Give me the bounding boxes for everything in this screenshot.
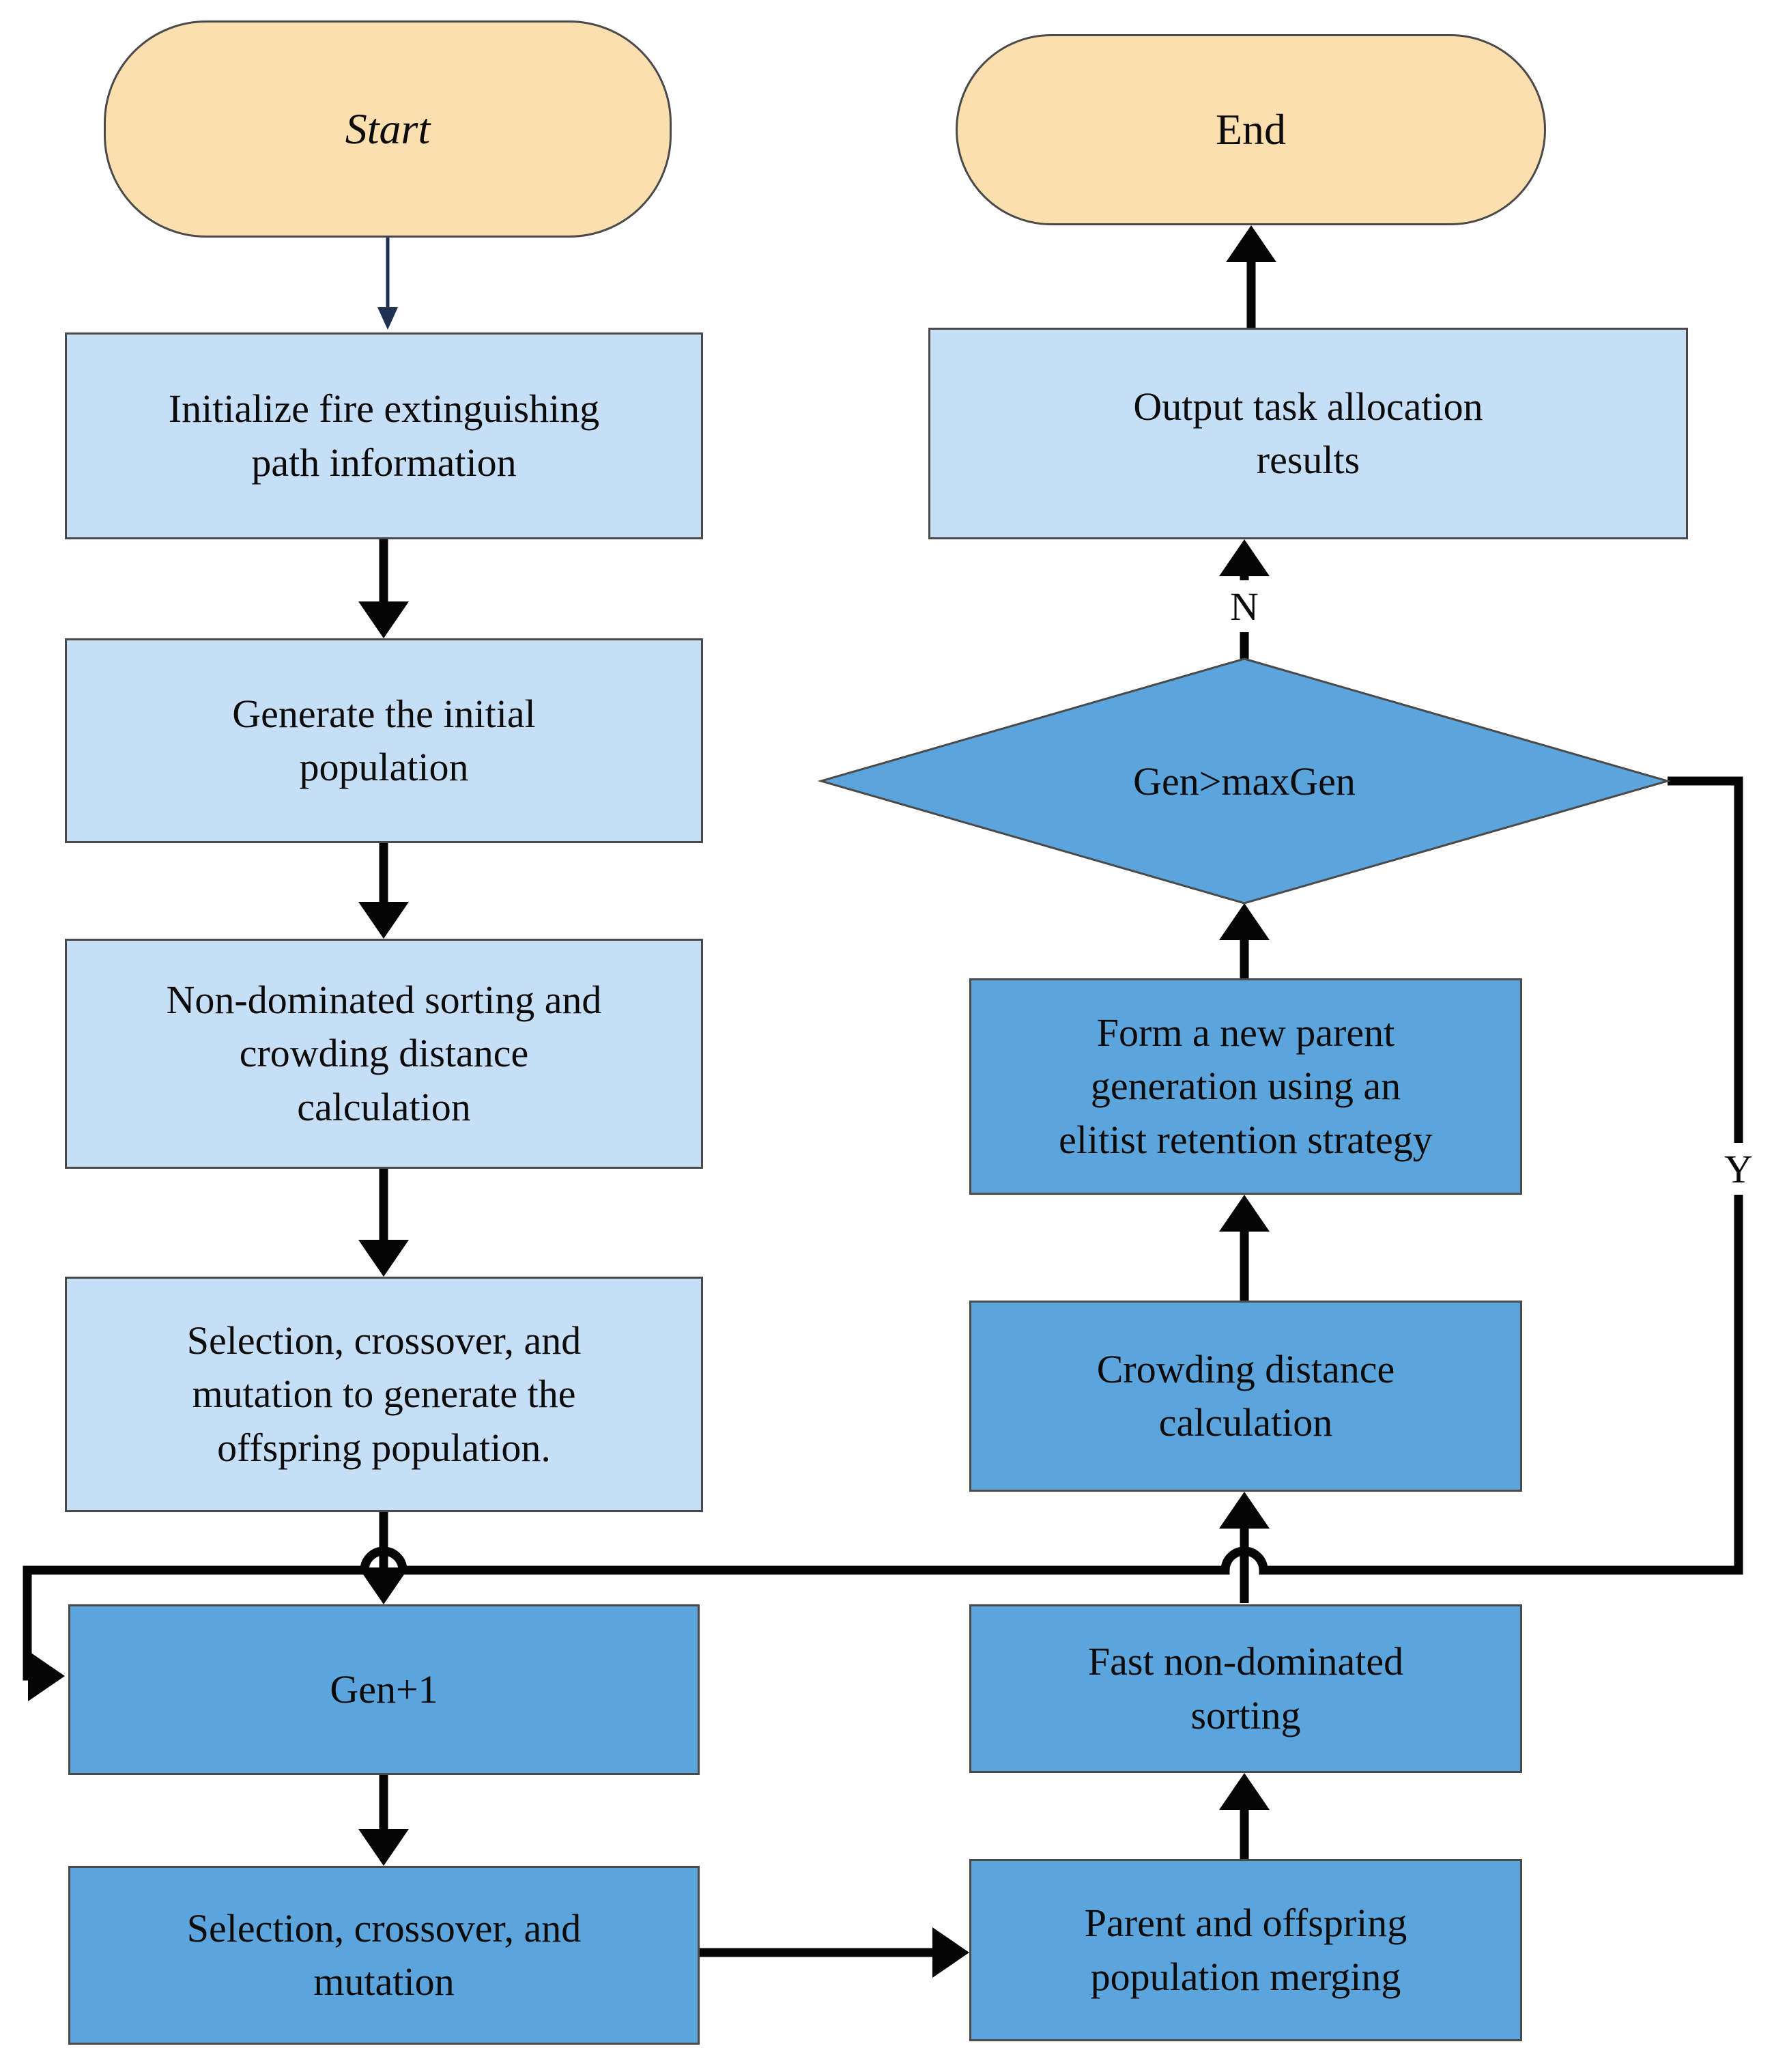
node-selection-offspring-line: offspring population. xyxy=(217,1425,551,1470)
decision-diamond xyxy=(817,657,1672,905)
node-crowding-line: calculation xyxy=(1158,1400,1333,1445)
node-form-parent-line: elitist retention strategy xyxy=(1059,1117,1433,1162)
edge-label-no: N xyxy=(1214,580,1275,632)
node-end: End xyxy=(956,34,1546,225)
node-output-line: Output task allocation xyxy=(1133,384,1483,429)
node-merge: Parent and offspring population merging xyxy=(969,1859,1522,2041)
node-output-line: results xyxy=(1256,438,1360,482)
node-initialize: Initialize fire extinguishing path infor… xyxy=(65,332,703,539)
node-crowding-line: Crowding distance xyxy=(1096,1346,1395,1391)
node-merge-line: population merging xyxy=(1090,1954,1401,1999)
node-end-label: End xyxy=(1215,104,1287,154)
decision-label: Gen>maxGen xyxy=(1133,758,1356,804)
arrowhead-decision-output xyxy=(1219,539,1270,576)
node-selection-offspring: Selection, crossover, and mutation to ge… xyxy=(65,1277,703,1512)
arrowhead-nondominated-selection xyxy=(358,1240,409,1277)
node-nondominated: Non-dominated sorting and crowding dista… xyxy=(65,939,703,1169)
node-generate-line: Generate the initial xyxy=(232,691,536,736)
node-nondominated-line: crowding distance xyxy=(239,1031,529,1076)
node-merge-line: Parent and offspring xyxy=(1084,1901,1407,1946)
node-fast-sort-line: sorting xyxy=(1190,1692,1301,1737)
node-nondominated-line: Non-dominated sorting and xyxy=(166,978,602,1023)
node-fast-sort-line: Fast non-dominated xyxy=(1087,1639,1404,1684)
node-nondominated-line: calculation xyxy=(297,1084,471,1129)
node-selection-offspring-line: Selection, crossover, and xyxy=(186,1318,582,1363)
edge-label-yes: Y xyxy=(1708,1143,1769,1195)
arrowhead-init-generate xyxy=(358,601,409,638)
arrowhead-formparent-decision xyxy=(1219,903,1270,940)
arrowhead-start-init xyxy=(377,307,398,330)
arrowhead-loop-genplus xyxy=(28,1651,65,1701)
arrowhead-fastsort-crowding xyxy=(1219,1492,1270,1529)
node-gen-plus: Gen+1 xyxy=(68,1604,700,1775)
node-selection-mutation: Selection, crossover, and mutation xyxy=(68,1866,700,2045)
node-initialize-line: path information xyxy=(251,440,517,485)
node-generate-line: population xyxy=(299,745,469,789)
arrowhead-output-end xyxy=(1226,225,1276,262)
arrowhead-crowding-formparent xyxy=(1219,1195,1270,1232)
arrowhead-genplus-selectionmutation xyxy=(358,1829,409,1866)
node-form-parent: Form a new parent generation using an el… xyxy=(969,978,1522,1195)
node-start-label: Start xyxy=(345,104,431,153)
node-fast-sort: Fast non-dominated sorting xyxy=(969,1604,1522,1773)
node-start: Start xyxy=(104,20,672,238)
node-generate: Generate the initial population xyxy=(65,638,703,843)
arrowhead-selectionmutation-merge xyxy=(932,1927,969,1978)
node-output: Output task allocation results xyxy=(928,328,1688,539)
node-selection-mutation-line: Selection, crossover, and xyxy=(186,1905,582,1950)
arrowhead-selection-genplus xyxy=(358,1567,409,1604)
arrowhead-generate-nondominated xyxy=(358,902,409,939)
node-gen-plus-label: Gen+1 xyxy=(330,1666,438,1712)
node-crowding: Crowding distance calculation xyxy=(969,1301,1522,1492)
arrowhead-merge-fastsort xyxy=(1219,1773,1270,1810)
node-form-parent-line: Form a new parent xyxy=(1096,1010,1395,1055)
node-selection-offspring-line: mutation to generate the xyxy=(192,1372,576,1417)
node-initialize-line: Initialize fire extinguishing xyxy=(168,386,600,431)
node-selection-mutation-line: mutation xyxy=(313,1959,455,2004)
edge-decision-genplus-loop xyxy=(23,776,1743,1681)
node-form-parent-line: generation using an xyxy=(1090,1064,1401,1109)
